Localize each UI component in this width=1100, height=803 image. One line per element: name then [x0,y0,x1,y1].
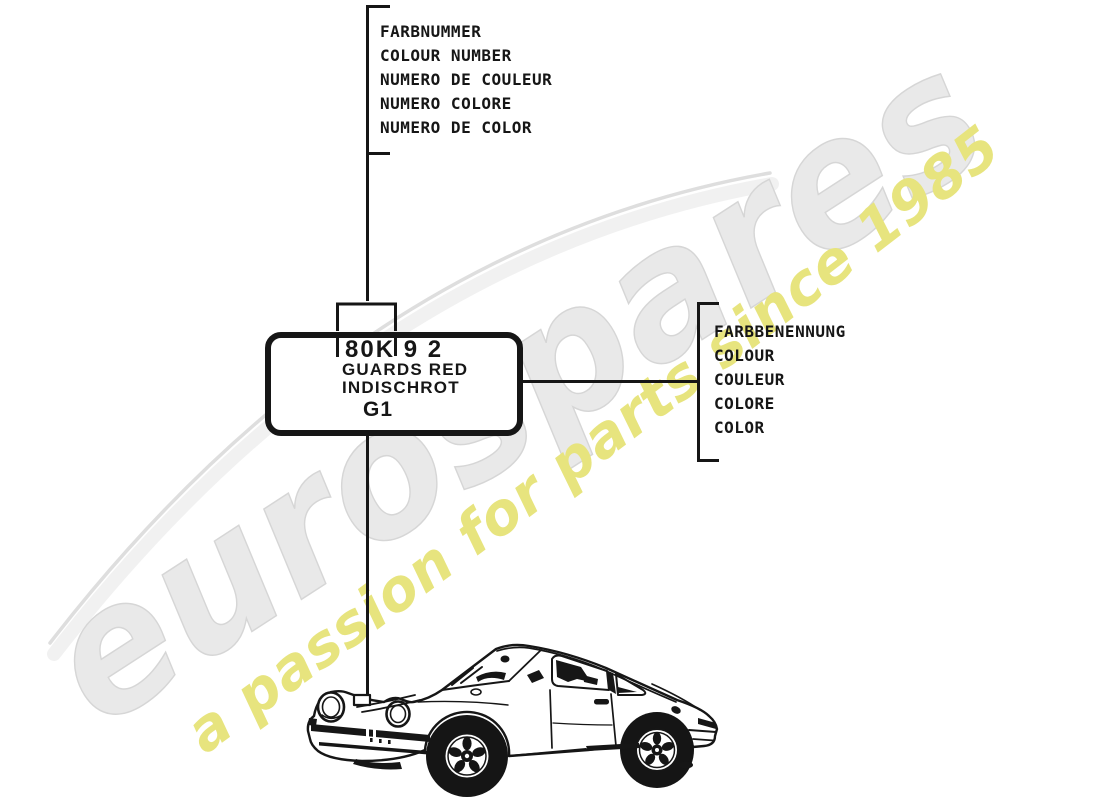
label-line: COLOUR NUMBER [380,46,512,65]
label-line: NUMERO COLORE [380,94,512,113]
watermark-tagline-text: a passion for parts since 1985 [173,112,1013,767]
connector-rect [336,302,397,331]
label-line: COLOUR [714,346,775,365]
rear-wheel [620,712,694,788]
side-mirror [527,670,544,683]
car-body-outline [306,643,719,763]
plate-color-name-de: INDISCHROT [342,378,460,397]
paint-code-sticker [352,693,372,707]
label-line: NUMERO DE COLOR [380,118,532,137]
front-wheel [426,715,508,797]
label-line: COLORE [714,394,775,413]
label-line: COULEUR [714,370,785,389]
color-name-labels: FARBBENENNUNG COLOUR COULEUR COLORE COLO… [714,320,846,440]
label-line: NUMERO DE COULEUR [380,70,553,89]
color-code-plate: 80K 9 2 GUARDS RED INDISCHROT G1 [265,332,523,436]
label-line: COLOR [714,418,765,437]
porsche-911-illustration [306,643,719,797]
headlight-icon [316,691,411,728]
door-handle [594,699,609,705]
plate-color-group: G1 [363,398,394,421]
label-line: FARBBENENNUNG [714,322,846,341]
color-number-labels: FARBNUMMER COLOUR NUMBER NUMERO DE COULE… [380,20,552,140]
label-line: FARBNUMMER [380,22,482,41]
plate-color-name-en: GUARDS RED [342,360,469,379]
